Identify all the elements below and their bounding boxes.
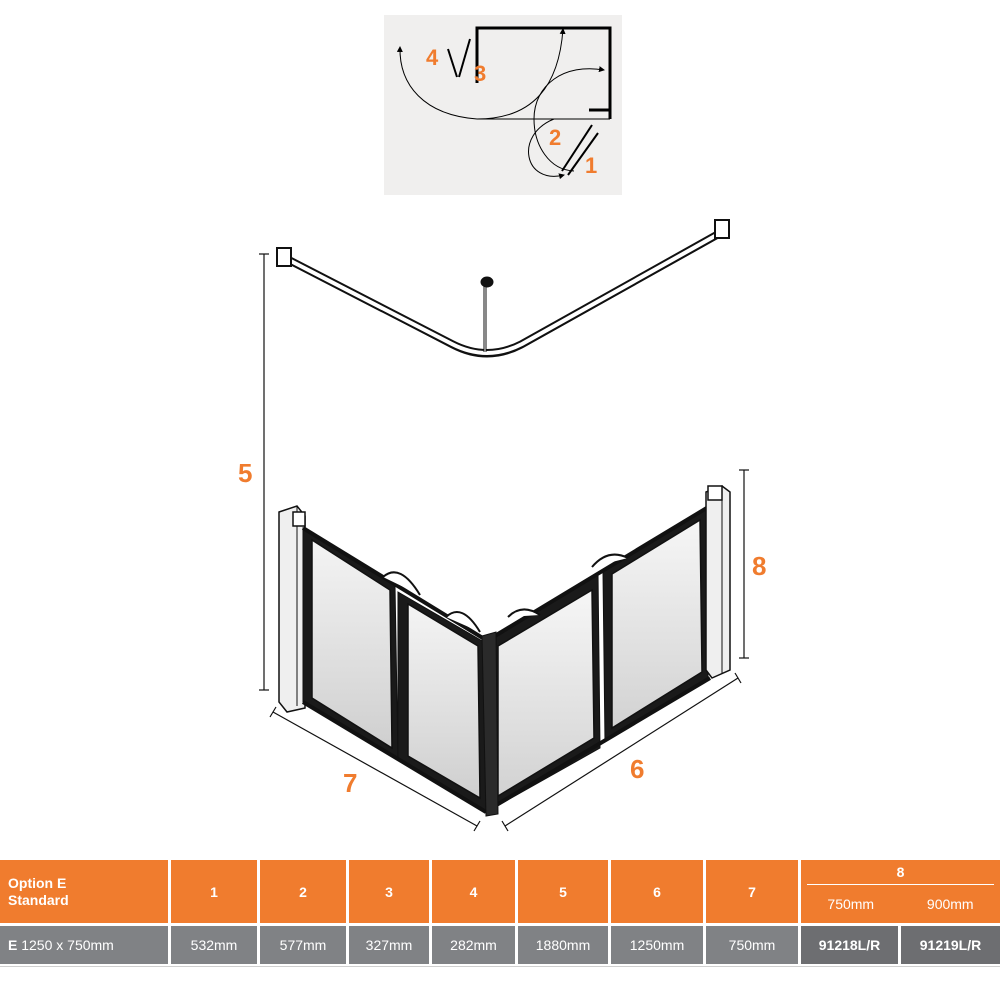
enclosure-drawing: [259, 219, 749, 832]
header-col-3: 3: [349, 860, 429, 923]
dimension-label-6: 6: [630, 754, 645, 784]
row-value-5: 1880mm: [518, 926, 608, 964]
left-wall-post: [278, 505, 306, 713]
header-option-line2: Standard: [8, 891, 69, 908]
row-code-750[interactable]: 91218L/R: [801, 926, 898, 964]
dimension-line-5: [259, 253, 269, 691]
row-option-cell: E 1250 x 750mm: [0, 926, 168, 964]
dimension-line-6: [501, 672, 742, 832]
door-swing-plan: 4 3 2 1: [384, 15, 622, 195]
row-value-1: 532mm: [171, 926, 257, 964]
header-option-line1: Option E: [8, 874, 67, 891]
dimension-label-7: 7: [343, 768, 358, 798]
header-col-2: 2: [260, 860, 346, 923]
header-col-8-sub-900: 900mm: [926, 896, 974, 912]
row-option-size: 1250 x 750mm: [21, 937, 114, 953]
right-wall-post: [705, 485, 731, 679]
table-header-row: Option E Standard 1 2 3 4 5 6 7 8 750mm …: [0, 860, 1000, 923]
header-col-8-sub-750: 750mm: [827, 896, 875, 912]
plan-label-3: 3: [474, 61, 487, 86]
header-col-8: 8 750mm 900mm: [801, 860, 1000, 923]
table-bottom-rule: [0, 966, 1000, 967]
row-value-4: 282mm: [432, 926, 515, 964]
row-value-3: 327mm: [349, 926, 429, 964]
plan-label-2: 2: [549, 125, 562, 150]
row-value-7: 750mm: [706, 926, 798, 964]
table-row: E 1250 x 750mm 532mm 577mm 327mm 282mm 1…: [0, 926, 1000, 964]
row-value-2: 577mm: [260, 926, 346, 964]
dimension-line-8: [739, 469, 749, 659]
curtain-rail: [276, 219, 730, 358]
plan-label-4: 4: [426, 45, 439, 70]
row-code-900[interactable]: 91219L/R: [901, 926, 1000, 964]
dimension-label-5: 5: [238, 458, 253, 488]
header-col-8-label: 8: [807, 860, 994, 885]
header-col-6: 6: [611, 860, 703, 923]
header-col-4: 4: [432, 860, 515, 923]
header-col-7: 7: [706, 860, 798, 923]
plan-label-1: 1: [585, 153, 598, 178]
header-col-5: 5: [518, 860, 608, 923]
dimension-label-8: 8: [752, 551, 767, 581]
row-option-code: E: [8, 937, 18, 953]
header-col-1: 1: [171, 860, 257, 923]
right-screen-panels: [481, 504, 712, 817]
plan-drawing: [396, 26, 612, 180]
dimension-line-7: [269, 706, 481, 832]
header-option-cell: Option E Standard: [0, 860, 168, 923]
row-value-6: 1250mm: [611, 926, 703, 964]
left-screen-panels: [301, 526, 488, 814]
